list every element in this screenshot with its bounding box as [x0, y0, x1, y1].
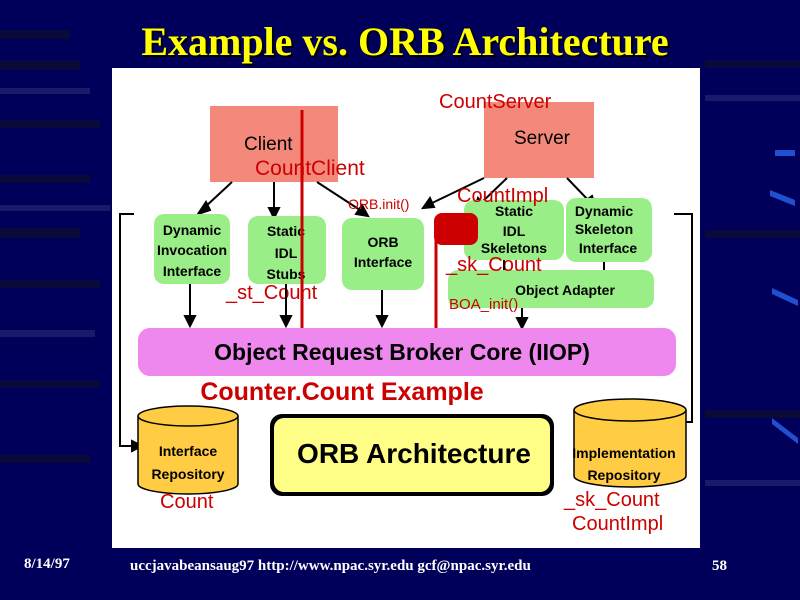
bg-stripe [0, 30, 70, 39]
stubs-line3: Stubs [267, 266, 306, 282]
impl-repo-line [674, 213, 693, 423]
arrow-head [354, 203, 370, 218]
bg-stripe [705, 60, 800, 68]
arrow-head [420, 195, 436, 210]
skeletons-line3: Skeletons [481, 240, 547, 256]
arrow-line [479, 177, 508, 205]
orb-interface-box [342, 218, 424, 290]
idl-skeletons-box [464, 200, 564, 260]
dii-box [154, 214, 230, 284]
orb-architecture-box [274, 418, 550, 492]
slide-title: Example vs. ORB Architecture [141, 19, 669, 64]
object-adapter-box [448, 270, 654, 308]
cylinder-top [573, 398, 687, 422]
arrow-head [183, 315, 197, 329]
skeletons-line1: Static [495, 203, 533, 219]
count-impl-bottom-label: CountImpl [572, 513, 663, 535]
arrow-head [515, 317, 529, 331]
bg-stripe [0, 330, 95, 337]
client-box [210, 106, 338, 182]
bg-stripe [0, 175, 90, 183]
bg-stripe [0, 280, 100, 288]
bg-stripe [0, 88, 90, 94]
implementation-repository: Implementation Repository [572, 398, 687, 488]
server-box [484, 102, 594, 178]
bg-stripe [0, 228, 80, 238]
sk-count-top-label: _sk_Count [445, 254, 542, 276]
bg-stripe [0, 205, 110, 211]
bg-stripe [0, 455, 90, 463]
bg-accent [772, 418, 798, 444]
count-impl-marker [434, 213, 478, 245]
dii-line2: Invocation [157, 242, 227, 258]
footer-text: uccjavabeansaug97 http://www.npac.syr.ed… [130, 558, 531, 574]
cylinder-body [573, 410, 687, 488]
count-label: Count [160, 491, 214, 513]
interface-repo-line [119, 213, 134, 447]
arrow-head [131, 439, 145, 453]
arrow-line [316, 181, 361, 211]
count-impl-label: CountImpl [457, 185, 548, 207]
interface-repo-line2: Repository [151, 466, 224, 482]
bg-stripe [705, 95, 800, 101]
bg-stripe [0, 380, 100, 388]
st-count-label: _st_Count [225, 282, 318, 304]
arrow-head [195, 200, 212, 216]
boa-init-label: BOA_init() [449, 296, 518, 313]
bg-accent [775, 150, 795, 156]
stubs-line2: IDL [275, 245, 298, 261]
bg-stripe [705, 230, 800, 238]
bg-accent [772, 288, 798, 306]
bg-stripe [705, 410, 800, 418]
dsi-box [566, 198, 652, 262]
client-label: Client [244, 134, 293, 155]
arrow-head [267, 207, 281, 221]
bg-stripe [705, 480, 800, 486]
bg-accent [770, 190, 795, 206]
example-label: Counter.Count Example [200, 378, 483, 406]
skeletons-line2: IDL [503, 223, 526, 239]
sk-count-bottom-label: _sk_Count [563, 489, 660, 511]
arrow-head [375, 315, 389, 329]
object-adapter-label: Object Adapter [515, 282, 615, 298]
page-number: 58 [712, 558, 727, 574]
cylinder-body [137, 416, 239, 495]
orb-interface-line2: Interface [354, 254, 413, 270]
idl-stubs-box [248, 216, 326, 284]
orb-init-label: ORB.init() [348, 196, 409, 212]
bg-stripe [0, 60, 80, 70]
orb-core-bar [138, 328, 676, 376]
impl-repo-line1: Implementation [572, 445, 675, 461]
interface-repo-line1: Interface [159, 443, 218, 459]
dsi-line3: Interface [579, 240, 638, 256]
footer-date: 8/14/97 [24, 556, 70, 572]
stubs-line1: Static [267, 223, 305, 239]
arrow-head [279, 315, 293, 329]
dsi-line2: Skeleton [575, 221, 633, 237]
impl-repo-line2: Repository [587, 467, 660, 483]
orb-diagram: Client Server CountServer CountClient [119, 91, 693, 535]
cylinder-top [137, 405, 239, 427]
orb-core-label: Object Request Broker Core (IIOP) [214, 339, 590, 365]
diagram-panel: Client Server CountServer CountClient [112, 68, 700, 548]
arrow-line [429, 177, 485, 205]
server-label: Server [514, 128, 571, 149]
orb-interface-line1: ORB [367, 234, 398, 250]
dii-line3: Interface [163, 263, 222, 279]
bg-stripe [0, 120, 100, 128]
count-client-label: CountClient [255, 157, 365, 180]
arrow-line [203, 181, 233, 209]
dsi-line1: Dynamic [575, 203, 634, 219]
dii-line1: Dynamic [163, 222, 222, 238]
orb-architecture-label: ORB Architecture [297, 438, 531, 469]
interface-repository: Interface Repository [137, 405, 239, 495]
count-server-label: CountServer [439, 91, 552, 113]
